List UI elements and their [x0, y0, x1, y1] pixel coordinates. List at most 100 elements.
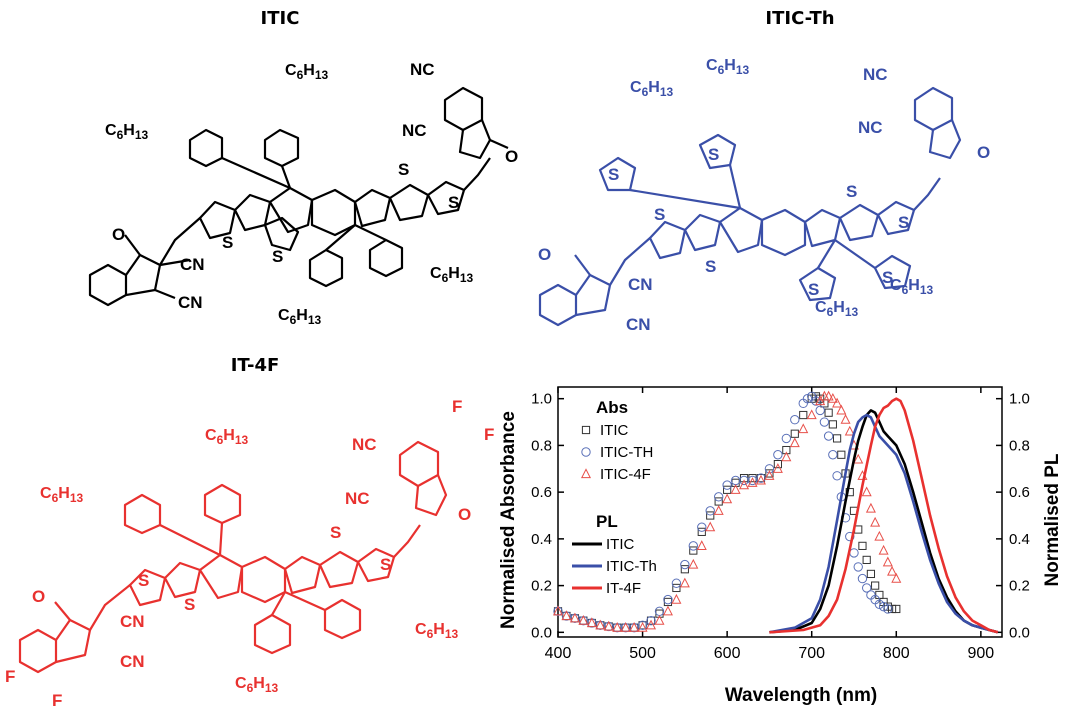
itic-th-structure: O CN CN NC NC O S S S S S S S S C6H13 C6… — [538, 57, 990, 334]
y2-tick-label: 0.0 — [1009, 624, 1030, 641]
itic-th-c6h13-top-b: C6H13 — [630, 79, 673, 99]
abs-point-2 — [815, 395, 826, 406]
abs-point-2 — [755, 474, 766, 485]
abs-point-0 — [887, 604, 897, 614]
it-4f-o-right: O — [458, 505, 471, 524]
abs-point-0 — [875, 590, 884, 600]
abs-point-2 — [772, 463, 783, 473]
abs-point-0 — [832, 434, 842, 443]
abs-point-0 — [871, 581, 880, 590]
abs-point-2 — [887, 565, 898, 576]
abs-point-2 — [891, 572, 902, 583]
itic-c6h13-bot-b: C6H13 — [430, 265, 473, 285]
itic-th-cn-left-b: CN — [626, 315, 651, 334]
it-4f-cn-left-a: CN — [120, 612, 145, 631]
y2-tick-label: 0.4 — [1009, 531, 1030, 548]
abs-point-0 — [680, 565, 689, 574]
y-tick-label: 0.4 — [531, 531, 552, 548]
itic-th-nc-right-a: NC — [863, 65, 888, 84]
abs-point-0 — [790, 429, 799, 438]
abs-point-0 — [824, 408, 833, 417]
abs-point-0 — [892, 604, 901, 614]
x-tick-label: 700 — [798, 645, 825, 662]
y2-tick-label: 0.2 — [1009, 578, 1030, 595]
abs-point-1 — [773, 450, 783, 460]
abs-point-0 — [866, 569, 876, 579]
abs-point-2 — [688, 558, 699, 569]
x-tick-label: 900 — [968, 645, 995, 662]
abs-point-1 — [730, 475, 741, 486]
abs-point-2 — [679, 577, 690, 588]
abs-point-1 — [857, 573, 868, 584]
y-tick-label: 0.8 — [531, 437, 552, 454]
y2-axis-label: Normalised PL — [1042, 453, 1063, 586]
it-4f-cn-left-b: CN — [120, 652, 145, 671]
abs-point-1 — [612, 622, 622, 633]
x-tick-label: 400 — [545, 645, 572, 662]
abs-point-1 — [756, 473, 766, 483]
abs-point-2 — [705, 521, 716, 532]
it-4f-s-2: S — [184, 595, 195, 614]
abs-point-2 — [595, 619, 606, 630]
abs-point-2 — [832, 397, 843, 408]
abs-point-1 — [637, 620, 648, 631]
it-4f-c6h13-bot-a: C6H13 — [235, 675, 278, 695]
abs-point-0 — [756, 474, 766, 483]
abs-point-2 — [713, 505, 724, 515]
itic-nc-right-b: NC — [402, 121, 427, 140]
abs-point-1 — [828, 450, 838, 460]
abs-point-2 — [836, 404, 847, 415]
itic-c6h13-top-b: C6H13 — [105, 122, 148, 142]
legend-pl-entry: IT-4F — [606, 580, 641, 597]
abs-point-0 — [638, 621, 647, 630]
it-4f-f-2: F — [484, 425, 494, 444]
abs-point-2 — [654, 614, 665, 625]
itic-th-s-7: S — [808, 280, 819, 299]
abs-point-2 — [827, 392, 838, 403]
it-4f-c6h13-top-b: C6H13 — [40, 485, 83, 505]
y-tick-label: 1.0 — [531, 391, 552, 408]
it-4f-structure: O CN CN NC NC O F F F F S S S S C6H13 C6… — [5, 397, 494, 710]
abs-point-1 — [853, 562, 863, 572]
abs-point-1 — [629, 622, 639, 633]
abs-point-1 — [578, 615, 589, 626]
abs-point-1 — [697, 522, 707, 532]
x-tick-label: 500 — [629, 645, 656, 662]
itic-o-left: O — [112, 225, 125, 244]
abs-point-0 — [672, 583, 681, 593]
abs-point-2 — [798, 423, 809, 434]
y-tick-label: 0.2 — [531, 578, 552, 595]
legend-pl-title: PL — [596, 512, 618, 531]
abs-point-0 — [773, 460, 782, 469]
abs-point-1 — [587, 618, 597, 628]
abs-point-1 — [680, 559, 690, 570]
pl-line-itic-th — [769, 413, 999, 634]
abs-point-0 — [646, 616, 656, 625]
abs-point-2 — [781, 451, 792, 462]
abs-point-1 — [815, 405, 825, 416]
abs-point-2 — [696, 540, 707, 550]
abs-point-1 — [595, 620, 605, 631]
abs-point-0 — [799, 410, 808, 420]
abs-point-2 — [823, 390, 834, 401]
abs-point-0 — [723, 485, 732, 494]
itic-s-1: S — [222, 233, 233, 252]
itic-th-title: ITIC-Th — [765, 8, 835, 29]
itic-th-s-4: S — [898, 213, 909, 232]
x-axis-label: Wavelength (nm) — [725, 685, 877, 706]
it-4f-nc-right-a: NC — [352, 435, 377, 454]
abs-point-0 — [765, 469, 774, 478]
abs-point-2 — [844, 425, 855, 436]
abs-point-0 — [811, 392, 821, 401]
itic-th-c6h13-bot-a: C6H13 — [815, 299, 858, 319]
abs-point-2 — [620, 621, 631, 632]
abs-point-0 — [782, 445, 791, 455]
abs-point-2 — [603, 620, 614, 631]
y2-tick-label: 0.8 — [1009, 437, 1030, 454]
abs-point-1 — [705, 506, 715, 516]
itic-o-right: O — [505, 147, 518, 166]
it-4f-f-4: F — [52, 691, 62, 710]
abs-point-2 — [637, 621, 648, 632]
legend-abs-entry: ITIC — [600, 422, 628, 439]
it-4f-o-left: O — [32, 587, 45, 606]
